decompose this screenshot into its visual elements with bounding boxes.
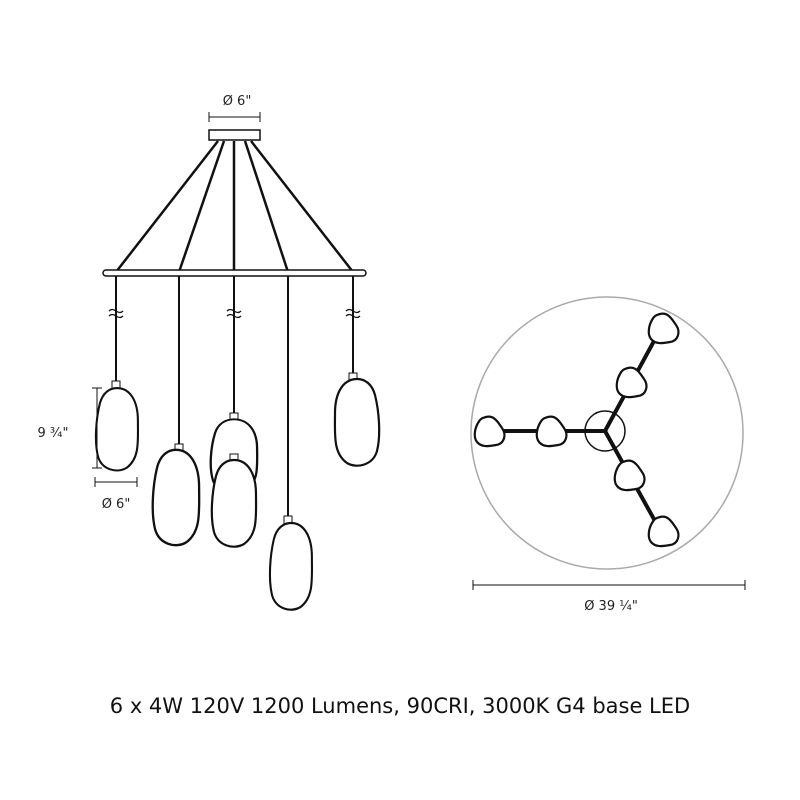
plan-canopy-circle: [584, 410, 626, 452]
lamp-specification: 6 x 4W 120V 1200 Lumens, 90CRI, 3000K G4…: [109, 694, 691, 718]
pendant-5: [333, 372, 381, 467]
pendant-glass-shades: [94, 372, 381, 611]
pendant-height-dimension: 9 ¾": [38, 387, 102, 469]
pendant-diameter-label: Ø 6": [102, 497, 131, 512]
plan-view: Ø 39 ¼": [470, 296, 746, 614]
cord-break-marks: [108, 308, 361, 319]
pendant-2: [151, 443, 201, 547]
pendant-4: [268, 515, 314, 611]
pendant-height-label: 9 ¾": [38, 426, 69, 441]
canopy-diameter-label: Ø 6": [223, 94, 252, 109]
pendant-diameter-dimension: Ø 6": [94, 477, 138, 512]
ring-bar: [102, 269, 367, 277]
pendant-3: [210, 453, 258, 548]
canopy-dimension: Ø 6": [208, 94, 261, 122]
support-rods: [115, 140, 354, 273]
overall-diameter-dimension: Ø 39 ¼": [472, 580, 746, 614]
pendant-1: [94, 380, 140, 472]
elevation-view: Ø 6": [38, 94, 381, 611]
overall-diameter-label: Ø 39 ¼": [584, 599, 638, 614]
plan-arms: [490, 329, 662, 531]
canopy: [208, 129, 261, 141]
pendant-cords: [115, 276, 354, 520]
overall-footprint-circle: [470, 296, 744, 570]
pendant-back-center: [209, 412, 259, 495]
